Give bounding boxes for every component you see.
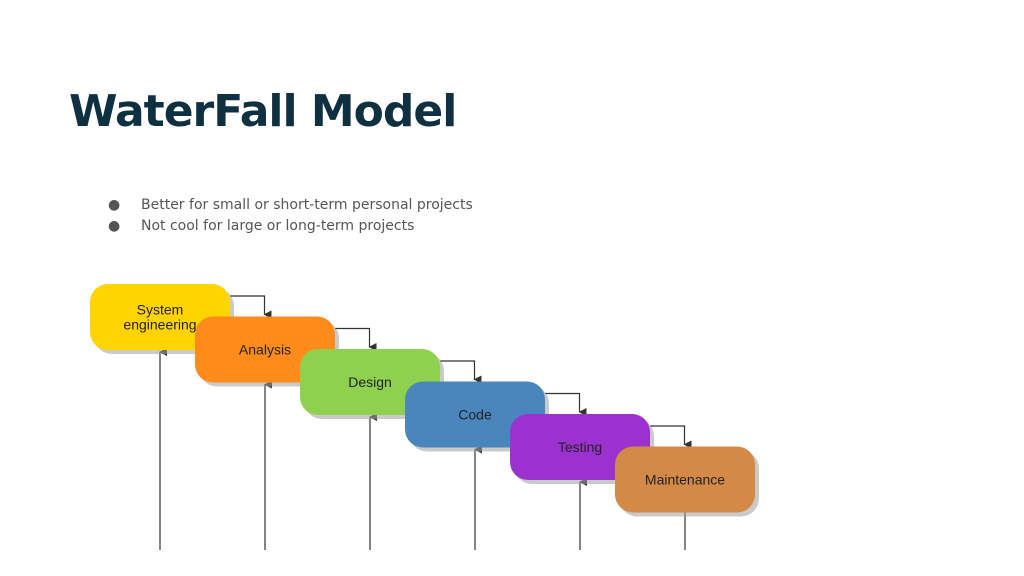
stage-label: engineering — [123, 317, 196, 333]
bullet-dot-icon: ● — [108, 197, 121, 213]
stage-box — [195, 316, 335, 383]
stage-label: System — [137, 302, 184, 318]
bullet-text: Not cool for large or long-term projects — [141, 218, 415, 234]
stage-box — [510, 414, 650, 480]
bullet-text: Better for small or short-term personal … — [141, 197, 473, 213]
stage-box — [405, 381, 545, 448]
connector-layer — [159, 295, 692, 550]
flow-connector — [650, 425, 692, 449]
bullet-item: ● Not cool for large or long-term project… — [108, 216, 473, 237]
stage-label: Testing — [558, 439, 602, 455]
stage-label: Maintenance — [645, 472, 725, 488]
slide-title: WaterFall Model — [69, 86, 457, 137]
stage-layer: SystemengineeringAnalysisDesignCodeTesti… — [90, 284, 759, 517]
stage-label: Code — [458, 407, 492, 423]
bullet-item: ● Better for small or short-term personal… — [108, 195, 473, 216]
stage-box — [615, 446, 755, 513]
flow-connector — [230, 295, 272, 319]
stage-box — [90, 284, 230, 350]
flow-connector — [545, 392, 587, 416]
flow-connector — [335, 327, 377, 351]
bullet-dot-icon: ● — [108, 218, 121, 234]
flow-connector — [440, 360, 482, 384]
stage-box — [300, 349, 440, 415]
stage-label: Design — [348, 374, 392, 390]
bullet-list: ● Better for small or short-term personal… — [108, 195, 473, 237]
stage-label: Analysis — [239, 342, 291, 358]
